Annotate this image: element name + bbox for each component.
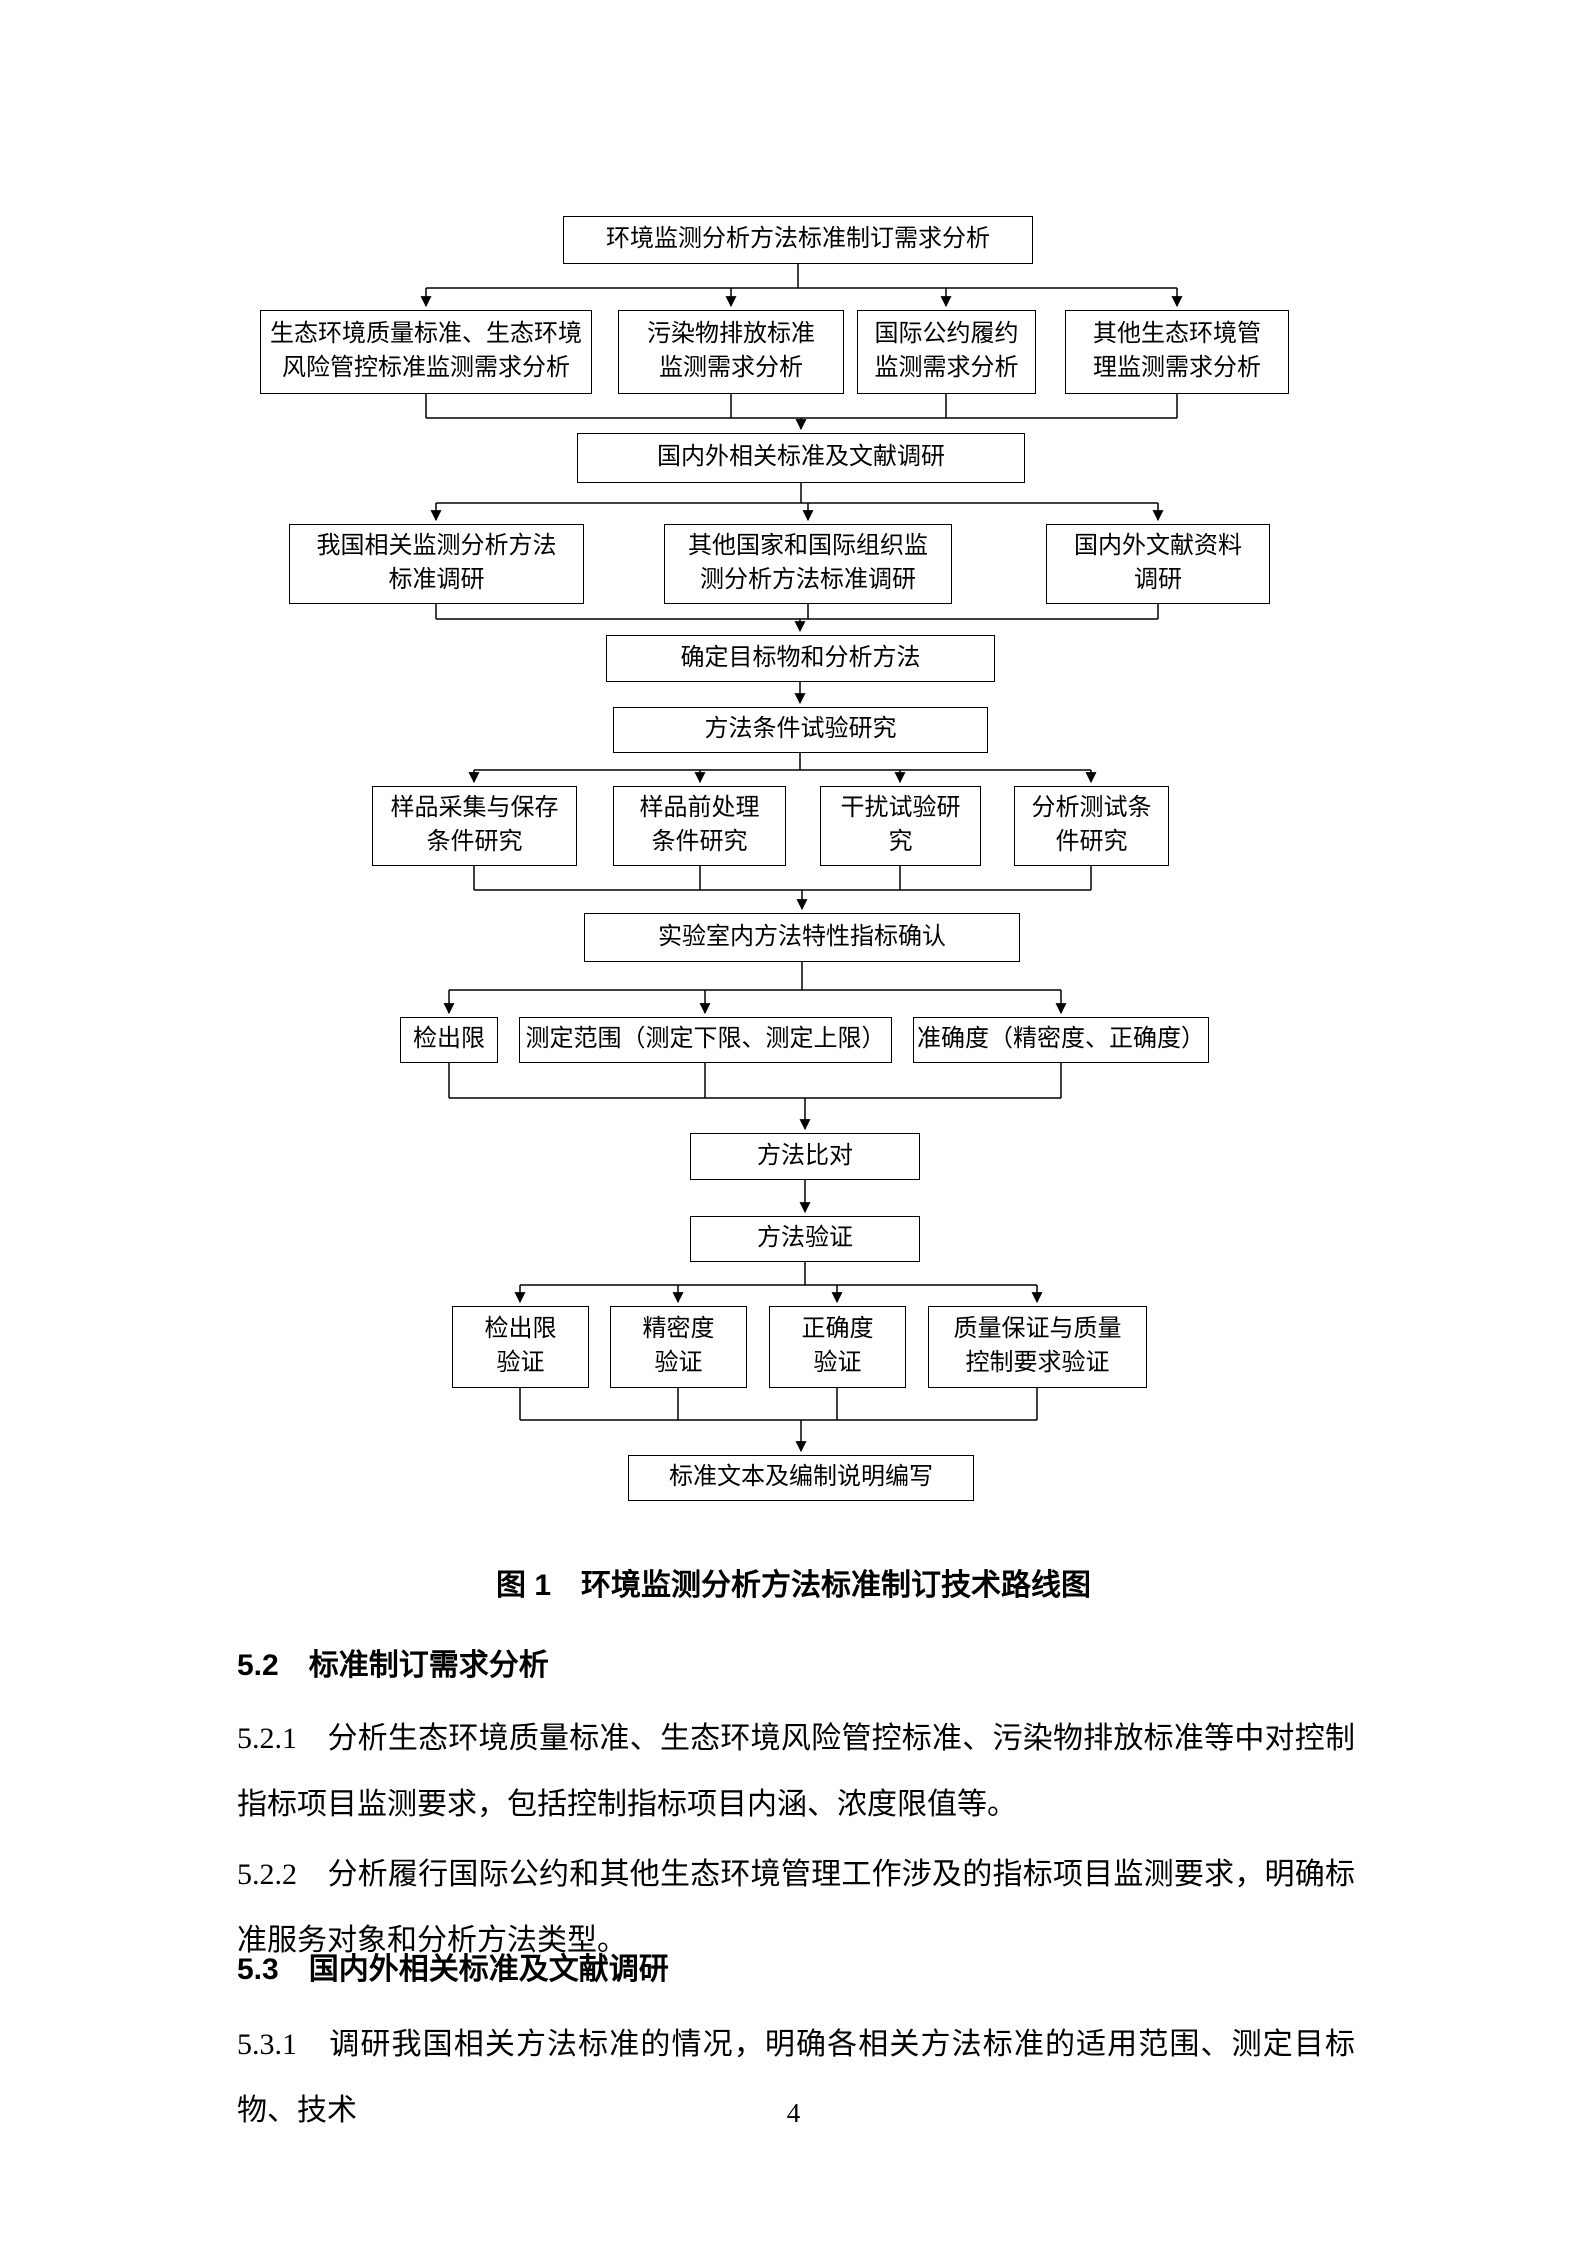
box-detection-limit: 检出限 xyxy=(400,1017,498,1063)
box-method-condition-study: 方法条件试验研究 xyxy=(613,707,988,753)
paragraph-5-2-2: 5.2.2 分析履行国际公约和其他生态环境管理工作涉及的指标项目监测要求，明确标… xyxy=(237,1858,1355,1957)
box-standard-text-writing: 标准文本及编制说明编写 xyxy=(628,1455,974,1501)
flowchart-connectors xyxy=(420,264,1183,1453)
box-method-validation: 方法验证 xyxy=(690,1216,920,1262)
box-overall-demand-analysis: 环境监测分析方法标准制订需求分析 xyxy=(563,216,1033,264)
page-number: 4 xyxy=(786,2098,801,2128)
box-literature-survey: 国内外文献资料 调研 xyxy=(1046,524,1270,604)
section-5-2-heading: 5.2 标准制订需求分析 xyxy=(237,1649,549,1682)
box-pollutant-discharge-demand: 污染物排放标准 监测需求分析 xyxy=(618,310,844,394)
box-lab-characteristics: 实验室内方法特性指标确认 xyxy=(584,913,1020,962)
figure-caption: 图 1 环境监测分析方法标准制订技术路线图 xyxy=(495,1569,1092,1602)
box-determine-target-method: 确定目标物和分析方法 xyxy=(606,635,995,682)
box-sample-pretreatment: 样品前处理 条件研究 xyxy=(613,786,786,866)
box-domestic-foreign-research: 国内外相关标准及文献调研 xyxy=(577,433,1025,483)
box-detection-limit-validation: 检出限 验证 xyxy=(452,1306,589,1388)
box-precision-validation: 精密度 验证 xyxy=(610,1306,747,1388)
box-analysis-conditions: 分析测试条 件研究 xyxy=(1014,786,1169,866)
paragraph-5-2-1: 5.2.1 分析生态环境质量标准、生态环境风险管控标准、污染物排放标准等中对控制… xyxy=(237,1722,1355,1821)
box-quality-risk-standards-demand: 生态环境质量标准、生态环境 风险管控标准监测需求分析 xyxy=(260,310,592,394)
box-correctness-validation: 正确度 验证 xyxy=(769,1306,906,1388)
box-other-countries-survey: 其他国家和国际组织监 测分析方法标准调研 xyxy=(664,524,952,604)
box-intl-convention-demand: 国际公约履约 监测需求分析 xyxy=(857,310,1036,394)
section-5-3-heading: 5.3 国内外相关标准及文献调研 xyxy=(237,1953,669,1986)
box-measurement-range: 测定范围（测定下限、测定上限） xyxy=(519,1017,892,1063)
box-accuracy: 准确度（精密度、正确度） xyxy=(913,1017,1209,1063)
box-method-comparison: 方法比对 xyxy=(690,1133,920,1180)
box-sample-collection: 样品采集与保存 条件研究 xyxy=(372,786,577,866)
paragraph-5-3-1: 5.3.1 调研我国相关方法标准的情况，明确各相关方法标准的适用范围、测定目标物… xyxy=(237,2028,1355,2127)
box-other-management-demand: 其他生态环境管 理监测需求分析 xyxy=(1065,310,1289,394)
box-interference-test: 干扰试验研 究 xyxy=(820,786,981,866)
box-qa-qc-validation: 质量保证与质量 控制要求验证 xyxy=(928,1306,1147,1388)
box-china-standards-survey: 我国相关监测分析方法 标准调研 xyxy=(289,524,584,604)
